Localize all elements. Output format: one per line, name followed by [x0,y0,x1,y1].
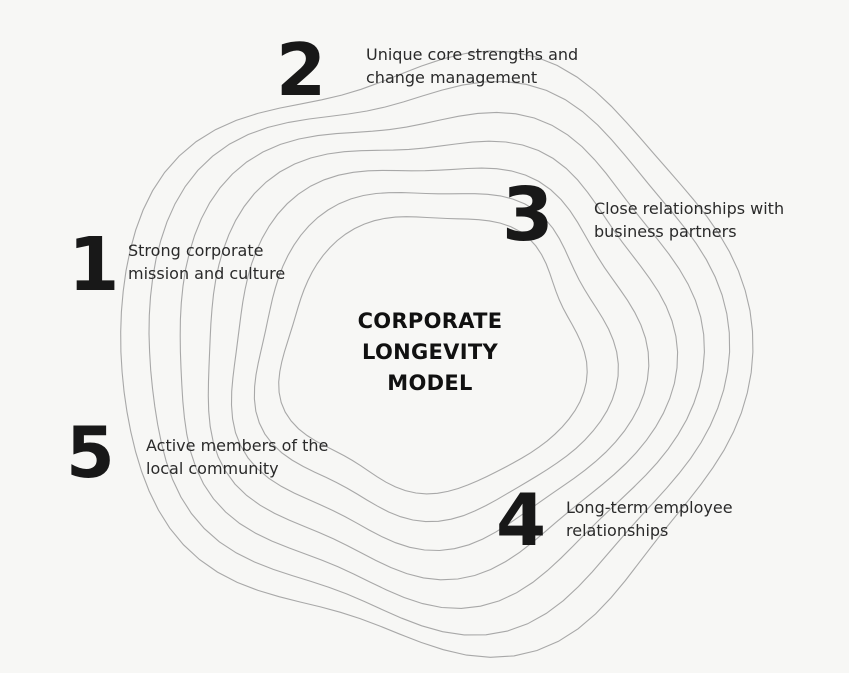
factor-number-5: 5 [66,412,115,494]
factor-2-line-1: Unique core strengths and [366,45,579,64]
factor-label-4: Long-term employee relationships [566,496,733,542]
title-line-1: CORPORATE [357,309,503,333]
title-line-3: MODEL [387,371,473,395]
ring-1 [278,216,588,495]
ring-7 [120,50,754,658]
factor-3-line-1: Close relationships with [594,199,785,218]
factor-1-line-1: Strong corporate [128,241,264,260]
factor-4-line-2: relationships [566,521,669,540]
diagram-title: CORPORATE LONGEVITY MODEL [310,306,550,399]
factor-number-4: 4 [496,478,547,562]
factor-label-2: Unique core strengths and change managem… [366,43,578,89]
ring-5 [179,111,705,609]
factor-number-2: 2 [276,28,327,112]
factor-2-line-2: change management [366,68,538,87]
factor-number-1: 1 [68,222,120,308]
factor-5-line-1: Active members of the [146,436,329,455]
ring-4 [207,140,679,581]
factor-4-line-1: Long-term employee [566,498,733,517]
ring-2 [253,192,619,523]
factor-1-line-2: mission and culture [128,264,286,283]
ring-3 [230,167,650,552]
factor-number-3: 3 [502,172,554,258]
factor-3-line-2: business partners [594,222,737,241]
factor-label-1: Strong corporate mission and culture [128,239,285,285]
factor-label-3: Close relationships with business partne… [594,197,784,243]
ring-6 [148,80,731,636]
factor-label-5: Active members of the local community [146,434,328,480]
factor-5-line-2: local community [146,459,279,478]
title-line-2: LONGEVITY [362,340,498,364]
